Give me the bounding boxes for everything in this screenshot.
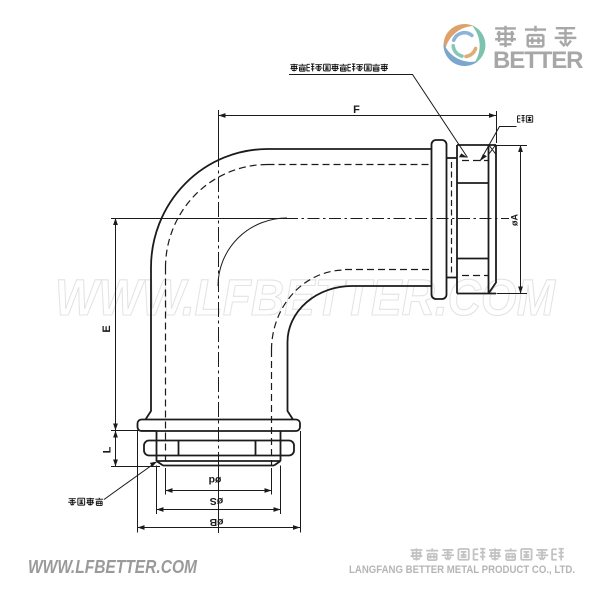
svg-text:BETTER: BETTER [493,47,583,74]
svg-text:F: F [353,104,360,116]
svg-text:øS: øS [210,495,223,507]
svg-text:øB: øB [209,516,223,528]
svg-text:WWW.LFBETTER.COM: WWW.LFBETTER.COM [28,557,198,577]
svg-text:LANGFANG BETTER METAL PRODUCT: LANGFANG BETTER METAL PRODUCT CO., LTD. [349,564,575,576]
svg-text:L: L [102,446,114,453]
svg-text:E: E [101,325,113,332]
svg-text:WWW.LFBETTER.COM: WWW.LFBETTER.COM [55,269,556,326]
svg-text:øA: øA [509,214,519,226]
svg-text:ød: ød [209,474,222,486]
